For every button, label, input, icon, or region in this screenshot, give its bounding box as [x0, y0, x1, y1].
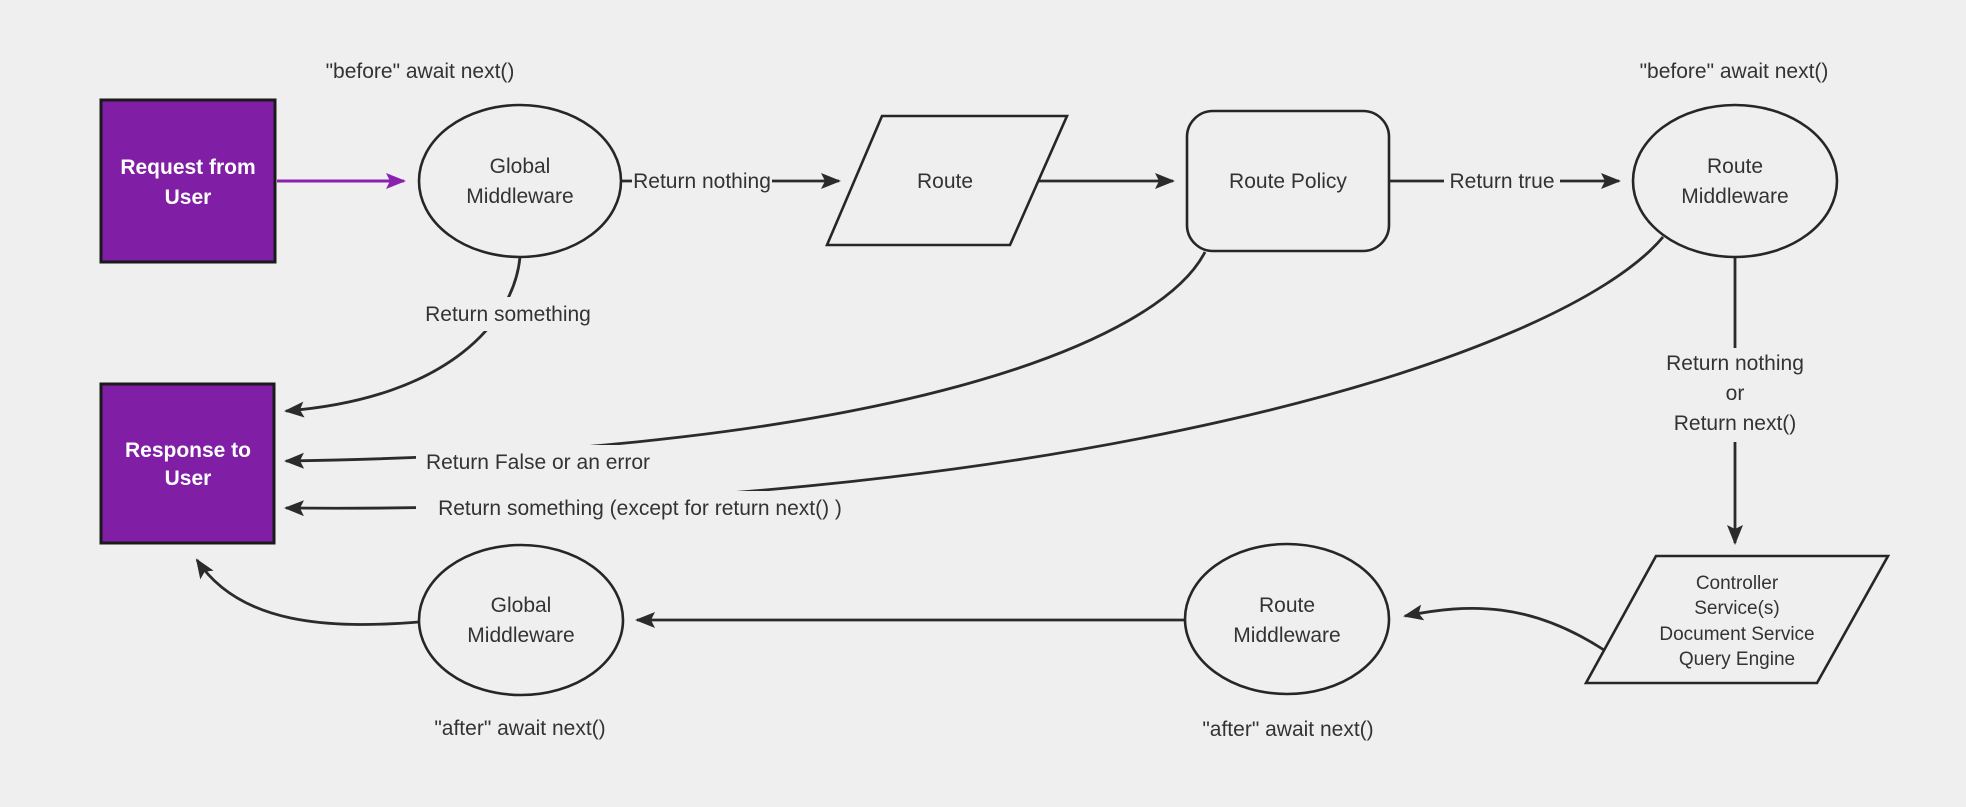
global-middleware-bottom-label-line2: Middleware [467, 624, 574, 647]
request-from-user-node [99, 98, 277, 264]
response-to-user-node [99, 382, 276, 545]
controller-node-label-line4: Query Engine [1679, 649, 1795, 670]
route-node [825, 114, 1069, 247]
edge-controller-to-route-middleware-bottom [1403, 604, 1605, 652]
route-middleware-bottom-label-line2: Middleware [1233, 624, 1340, 647]
route-policy-node-label: Route Policy [1229, 170, 1347, 193]
controller-node-label-line3: Document Service [1659, 624, 1814, 645]
route-middleware-bottom-node [1183, 542, 1391, 696]
edge-label-return-false: Return False or an error [426, 451, 650, 474]
request-node-label-line2: User [165, 186, 212, 209]
edge-label-after-await-right: "after" await next() [1202, 718, 1373, 741]
edge-label-return-something-except: Return something (except for return next… [438, 497, 842, 520]
global-middleware-bottom-label-line1: Global [491, 594, 552, 617]
request-node-label-line1: Request from [120, 156, 255, 179]
route-middleware-top-node [1631, 103, 1839, 259]
edge-label-return-true: Return true [1449, 170, 1554, 193]
edge-label-return-nothing-or-line2: or [1726, 382, 1745, 405]
route-middleware-top-label-line1: Route [1707, 155, 1763, 178]
route-policy-node [1185, 109, 1391, 253]
controller-node-label-line2: Service(s) [1694, 598, 1780, 619]
route-middleware-bottom-label-line1: Route [1259, 594, 1315, 617]
edge-return-something-to-response [284, 256, 522, 418]
global-middleware-top-label-line1: Global [490, 155, 551, 178]
route-node-label: Route [917, 170, 973, 193]
label-mask [416, 445, 660, 479]
edge-return-false-to-response [284, 251, 1207, 469]
global-middleware-bottom-node [417, 543, 625, 697]
edge-global-middleware-bottom-to-response [195, 558, 420, 626]
label-mask [418, 297, 600, 331]
global-middleware-top-label-line2: Middleware [466, 185, 573, 208]
label-mask [1652, 348, 1818, 442]
controller-services-node [1583, 554, 1891, 685]
edge-label-after-await-left: "after" await next() [434, 717, 605, 740]
controller-node-label-line1: Controller [1696, 573, 1779, 594]
label-mask [1444, 165, 1560, 197]
edge-label-return-nothing: Return nothing [633, 170, 771, 193]
route-middleware-top-label-line2: Middleware [1681, 185, 1788, 208]
label-mask [632, 165, 772, 197]
global-middleware-top-node [417, 103, 623, 259]
label-mask [416, 491, 866, 525]
response-node-label-line1: Response to [125, 439, 251, 462]
edge-label-return-nothing-or-line3: Return next() [1674, 412, 1797, 435]
edge-label-return-something: Return something [425, 303, 591, 326]
response-node-label-line2: User [165, 467, 212, 490]
edge-label-before-await-right: "before" await next() [1640, 60, 1829, 83]
edge-label-before-await-left: "before" await next() [326, 60, 515, 83]
edge-label-return-nothing-or-line1: Return nothing [1666, 352, 1804, 375]
